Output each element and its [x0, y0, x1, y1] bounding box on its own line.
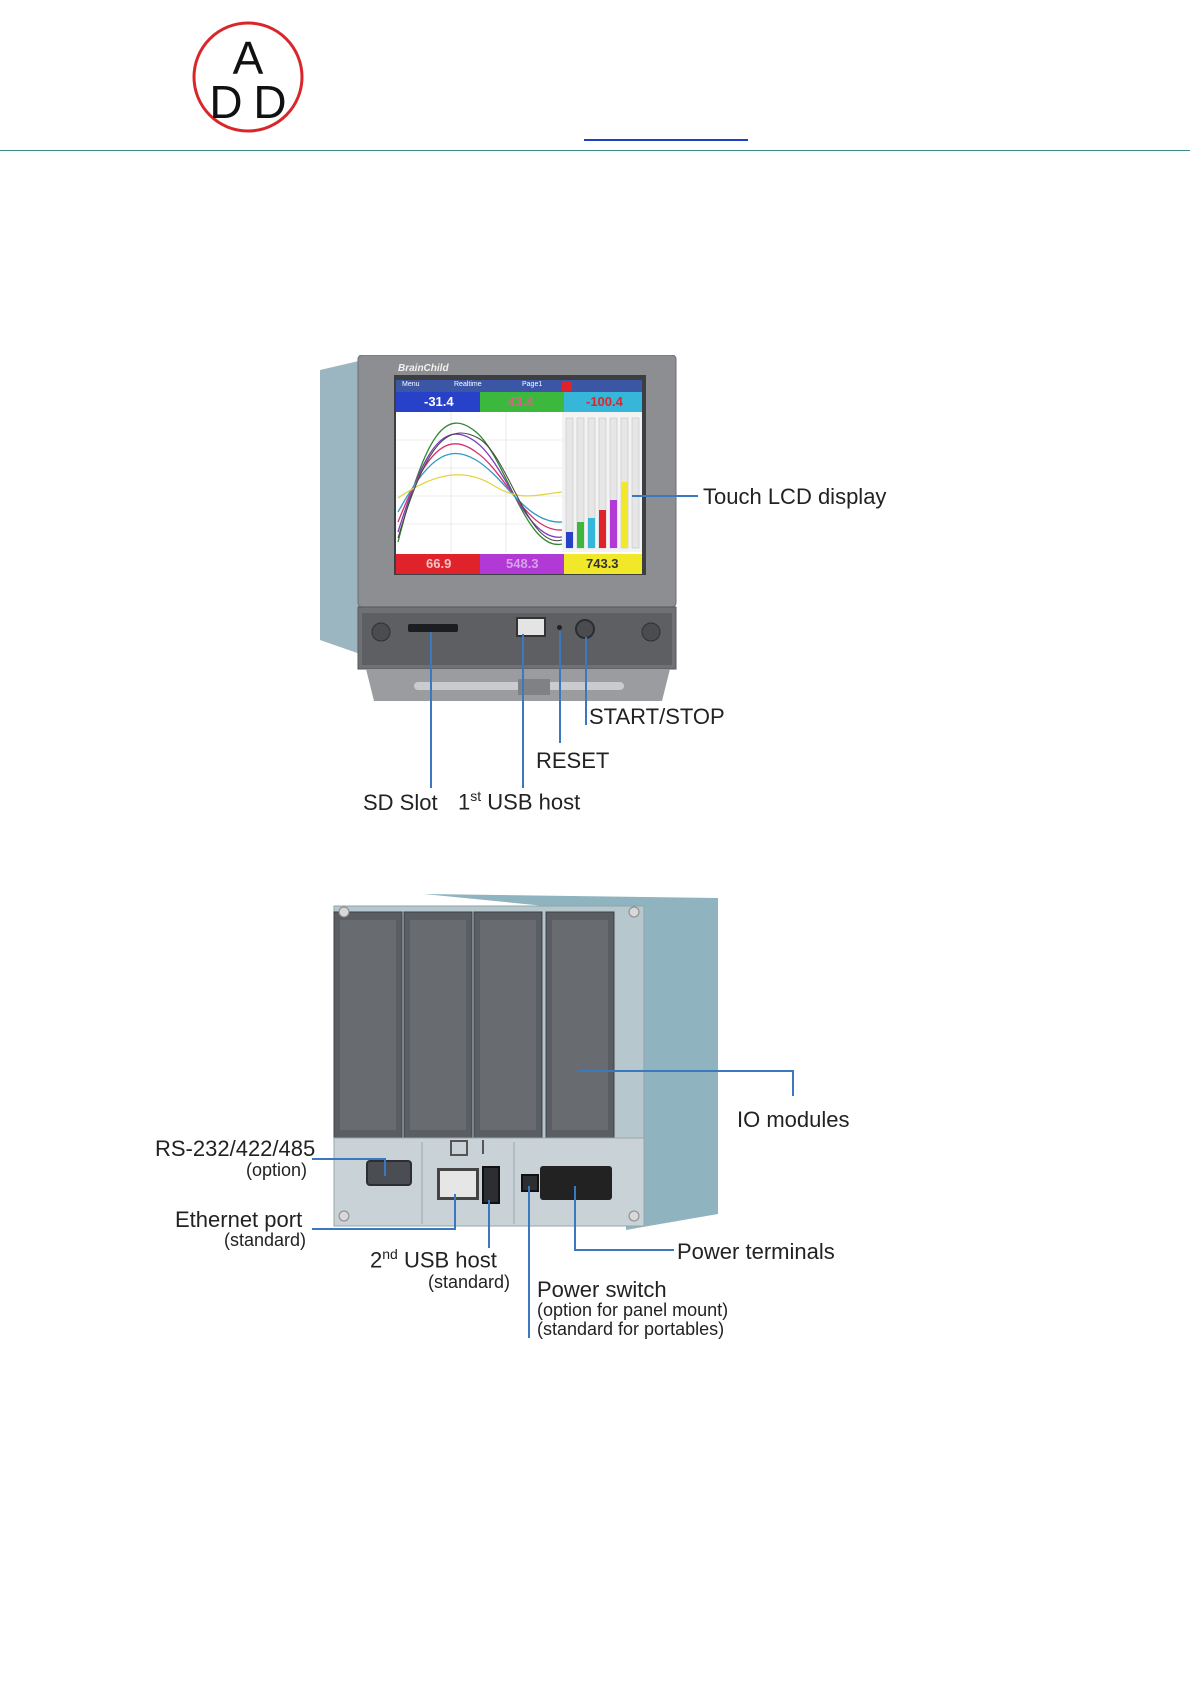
- leader-power-terminals: [574, 1186, 576, 1250]
- callout-usb1: 1st USB host: [458, 788, 580, 815]
- leader-io-modules-drop: [792, 1070, 794, 1096]
- start-stop-button[interactable]: [575, 619, 595, 639]
- lcd-screen[interactable]: Menu Realtime Page1 -31.4 43.4 -100.4: [396, 380, 642, 574]
- leader-reset: [559, 631, 561, 743]
- callout-power-switch-note-1: (option for panel mount): [537, 1300, 728, 1321]
- callout-serial-note: (option): [246, 1160, 307, 1181]
- logo-letter-right: D: [253, 76, 286, 128]
- readout-bottom-3: 743.3: [586, 556, 619, 571]
- add-logo: A D D: [190, 18, 306, 136]
- screen-tab-bar: [396, 380, 642, 392]
- callout-sd-slot: SD Slot: [363, 790, 438, 816]
- leader-serial-drop: [384, 1158, 386, 1176]
- network-icon: [450, 1140, 468, 1156]
- leader-sd-slot: [430, 632, 432, 788]
- tab-realtime[interactable]: Realtime: [454, 381, 482, 388]
- usb-icon: [482, 1140, 492, 1154]
- leader-ethernet: [312, 1228, 456, 1230]
- trend-chart: [396, 412, 642, 552]
- usb1-ordinal: st: [470, 788, 481, 804]
- callout-usb2-note: (standard): [428, 1272, 510, 1293]
- usb1-number: 1: [458, 789, 470, 814]
- callout-ethernet-note: (standard): [224, 1230, 306, 1251]
- header-rule: [0, 150, 1190, 151]
- callout-usb2: 2nd USB host: [370, 1246, 497, 1273]
- readout-top-3: -100.4: [586, 394, 623, 409]
- leader-power-switch: [528, 1186, 530, 1338]
- leader-usb2: [488, 1200, 490, 1248]
- tab-page[interactable]: Page1: [522, 381, 542, 388]
- readout-bottom-1: 66.9: [426, 556, 451, 571]
- alarm-icon: [562, 381, 572, 391]
- callout-touch-lcd: Touch LCD display: [703, 484, 886, 510]
- ethernet-port[interactable]: [437, 1168, 479, 1200]
- callout-io-modules: IO modules: [737, 1107, 850, 1133]
- usb2-text: USB host: [398, 1247, 497, 1272]
- power-terminal-block[interactable]: [540, 1166, 612, 1200]
- header-link-underline[interactable]: [584, 139, 748, 141]
- sd-slot[interactable]: [408, 624, 458, 632]
- power-switch[interactable]: [521, 1174, 539, 1192]
- db9-serial-port[interactable]: [366, 1160, 412, 1186]
- usb2-ordinal: nd: [382, 1246, 398, 1262]
- readout-top-2: 43.4: [508, 394, 533, 409]
- usb2-number: 2: [370, 1247, 382, 1272]
- leader-start-stop: [585, 637, 587, 725]
- leader-serial: [312, 1158, 386, 1160]
- usb-port-front[interactable]: [516, 617, 546, 637]
- logo-letter-left: D: [209, 76, 242, 128]
- callout-power-terminals: Power terminals: [677, 1239, 835, 1265]
- tab-menu[interactable]: Menu: [402, 381, 420, 388]
- leader-power-terminals-h: [574, 1249, 674, 1251]
- leader-ethernet-rise: [454, 1194, 456, 1230]
- usb-port-rear[interactable]: [482, 1166, 500, 1204]
- brand-label: BrainChild: [398, 363, 449, 374]
- callout-power-switch-note-2: (standard for portables): [537, 1319, 724, 1340]
- usb1-text: USB host: [481, 789, 580, 814]
- readout-bottom-2: 548.3: [506, 556, 539, 571]
- callout-start-stop: START/STOP: [589, 704, 725, 730]
- leader-io-modules: [578, 1070, 794, 1072]
- reset-button[interactable]: [557, 625, 562, 630]
- readout-top-1: -31.4: [424, 394, 454, 409]
- leader-touch-lcd: [632, 495, 698, 497]
- callout-reset: RESET: [536, 748, 609, 774]
- callout-serial: RS-232/422/485: [155, 1136, 315, 1162]
- leader-usb1: [522, 634, 524, 788]
